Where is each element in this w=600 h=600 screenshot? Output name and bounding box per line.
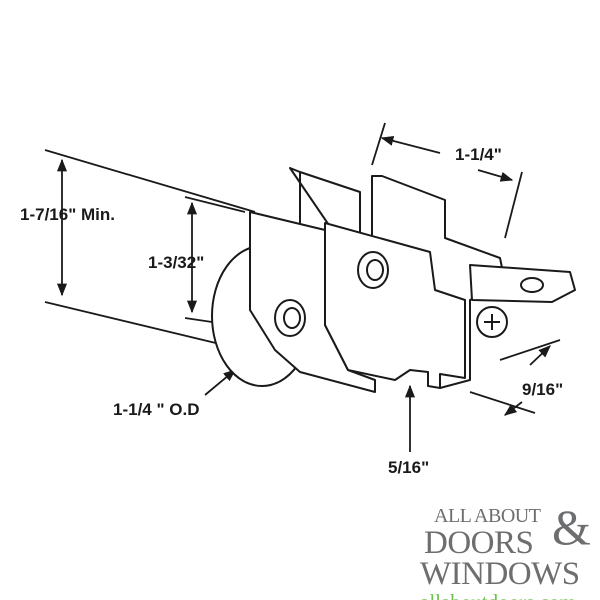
dimension-lines xyxy=(44,122,561,452)
logo-line2: DOORS xyxy=(424,525,534,561)
logo-line3: WINDOWS xyxy=(420,556,580,592)
logo-url: allaboutdoors.com xyxy=(420,592,576,600)
dim-slot: 5/16" xyxy=(388,458,430,477)
logo-line1: ALL ABOUT xyxy=(434,505,541,527)
plate-hole-right xyxy=(357,251,389,289)
dim-height-inner: 1-3/32" xyxy=(148,253,205,272)
plate-hole-left xyxy=(274,299,306,337)
tab-hole xyxy=(520,277,544,293)
dim-depth: 9/16" xyxy=(522,380,564,399)
brand-logo: ALL ABOUT & DOORS WINDOWS allaboutdoors.… xyxy=(420,500,600,600)
dim-height-total: 1-7/16" Min. xyxy=(20,205,115,224)
dim-wheel-od: 1-1/4 " O.D xyxy=(113,400,200,419)
logo-ampersand: & xyxy=(552,499,591,555)
mounting-tab xyxy=(469,264,576,303)
dim-width-top: 1-1/4" xyxy=(455,145,502,164)
front-plate-main xyxy=(324,222,466,389)
